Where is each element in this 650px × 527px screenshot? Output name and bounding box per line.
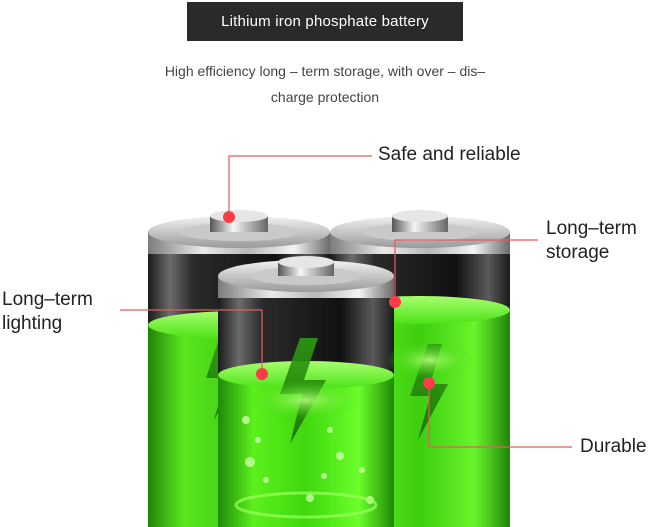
- subtitle-line-2: charge protection: [270, 89, 380, 105]
- subtitle-line-1: High efficiency long – term storage, wit…: [164, 63, 486, 79]
- page-title: Lithium iron phosphate battery: [221, 13, 429, 30]
- callout-dots: [223, 211, 435, 389]
- callout-safe-reliable: Safe and reliable: [378, 144, 521, 165]
- liquid-glow: [246, 342, 475, 420]
- page-subtitle: High efficiency long – term storage, wit…: [100, 58, 550, 110]
- page-title-badge: Lithium iron phosphate battery: [187, 2, 463, 41]
- callout-long-term-lighting: Long–term lighting: [2, 289, 93, 334]
- callout-lines: [120, 155, 572, 448]
- callout-durable: Durable: [580, 436, 647, 457]
- callout-long-term-storage: Long–term storage: [546, 218, 637, 263]
- bubbles: [242, 416, 374, 504]
